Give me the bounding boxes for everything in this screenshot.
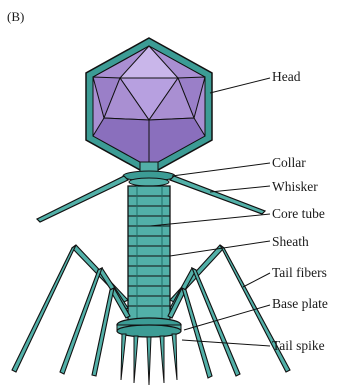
- leader-head: [210, 78, 270, 93]
- label-whisker: Whisker: [272, 180, 318, 194]
- leader-collar: [172, 163, 270, 176]
- label-head: Head: [272, 70, 300, 84]
- base-plate-bottom: [117, 325, 181, 337]
- label-core-tube: Core tube: [272, 207, 325, 221]
- label-tail-fibers: Tail fibers: [272, 266, 327, 280]
- leader-whisker: [210, 186, 270, 192]
- label-sheath: Sheath: [272, 235, 309, 249]
- panel-label: (B): [7, 9, 24, 25]
- tail-fibers-left: [12, 245, 130, 376]
- leader-sheath: [170, 241, 270, 256]
- leader-tail-fibers: [243, 273, 270, 287]
- collar-lower: [129, 178, 169, 186]
- label-collar: Collar: [272, 156, 306, 170]
- tail-spikes: [121, 334, 177, 385]
- label-base-plate: Base plate: [272, 297, 328, 311]
- label-tail-spike: Tail spike: [272, 339, 325, 353]
